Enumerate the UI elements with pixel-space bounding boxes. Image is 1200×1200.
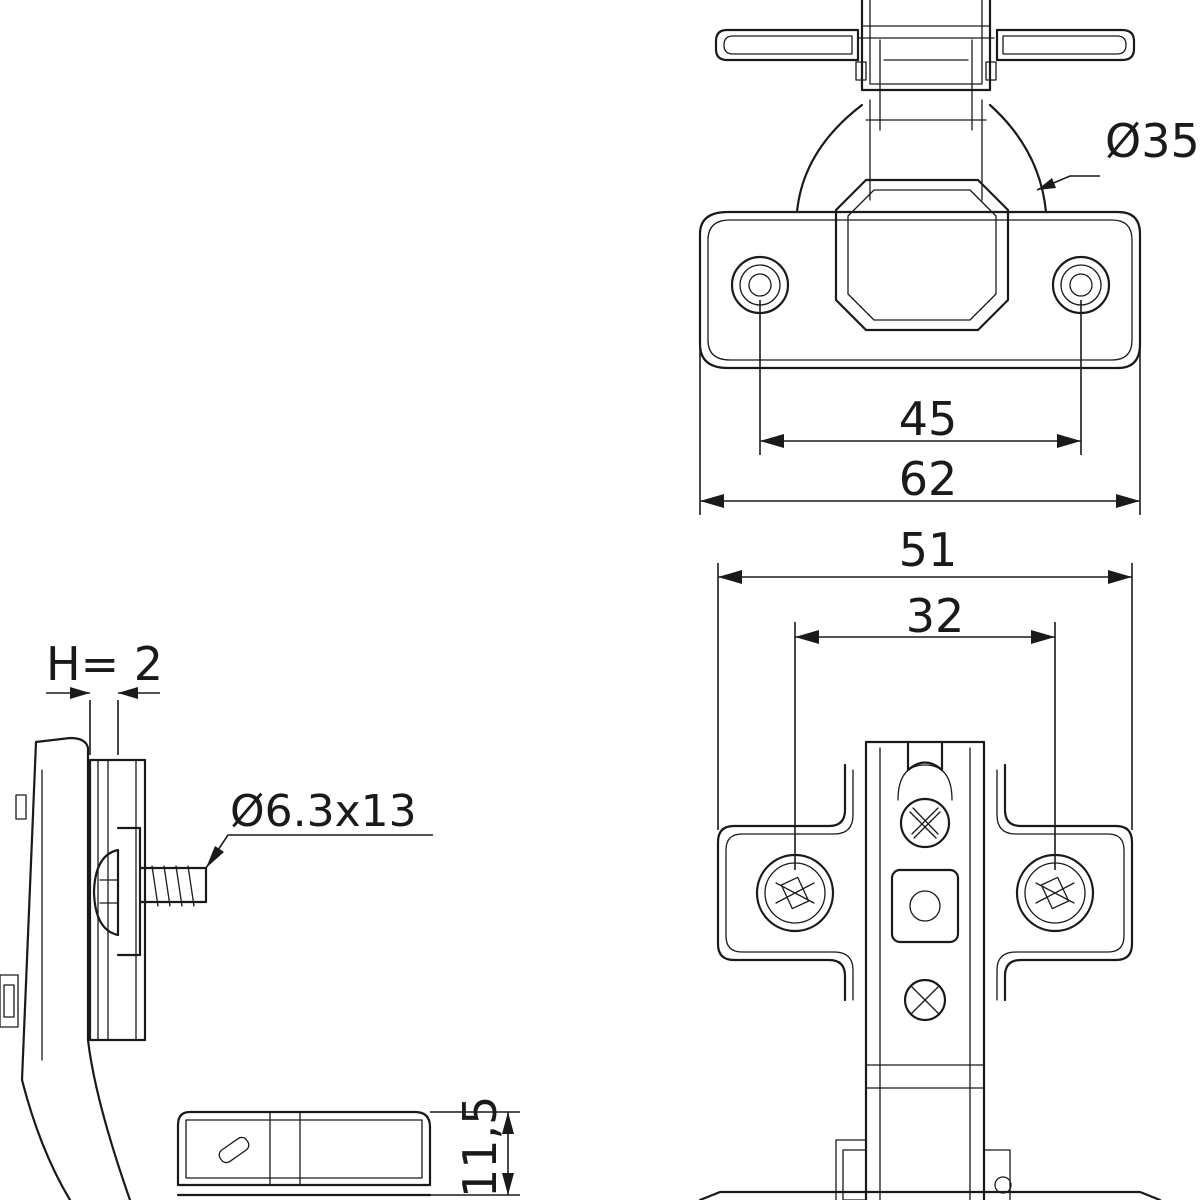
- plate-hole-spacing-label: 32: [906, 589, 965, 643]
- cup-side-view: [176, 1110, 520, 1197]
- screw-size-label: Ø6.3x13: [230, 786, 417, 837]
- plate-thickness-label: H= 2: [46, 637, 163, 691]
- overall-width-label: 62: [899, 452, 958, 506]
- mounting-plate-view: [698, 563, 1162, 1200]
- dimension-lines-top: [699, 300, 1141, 515]
- plate-width-label: 51: [899, 523, 958, 577]
- cup-diameter-label: Ø35: [1105, 114, 1200, 168]
- hinge-top-view: [698, 0, 1142, 370]
- hole-spacing-label: 45: [899, 392, 958, 446]
- hinge-side-view: [0, 687, 433, 1200]
- cup-depth-label: 11,5: [453, 1096, 507, 1198]
